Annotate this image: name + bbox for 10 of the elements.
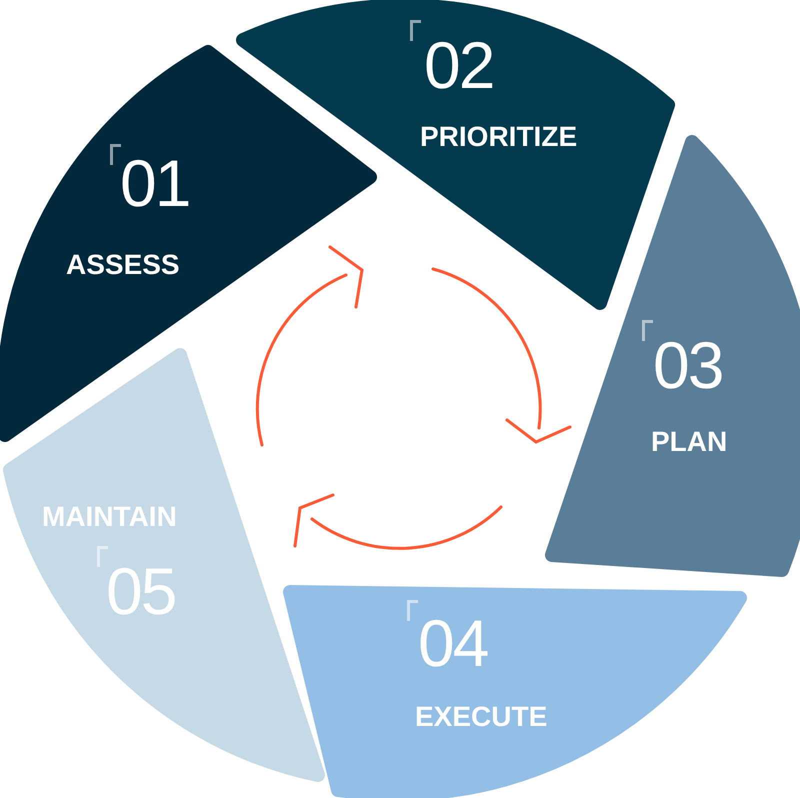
step-title: PRIORITIZE: [420, 123, 578, 151]
step-title: EXECUTE: [415, 703, 548, 731]
step-title: PLAN: [651, 428, 728, 456]
step-number: 02: [424, 32, 494, 98]
step-number: 03: [653, 332, 722, 398]
step-number: 05: [106, 558, 176, 624]
step-number: 01: [120, 150, 190, 216]
step-title: MAINTAIN: [42, 503, 177, 531]
step-number: 04: [418, 610, 488, 676]
step-title: ASSESS: [66, 251, 180, 279]
